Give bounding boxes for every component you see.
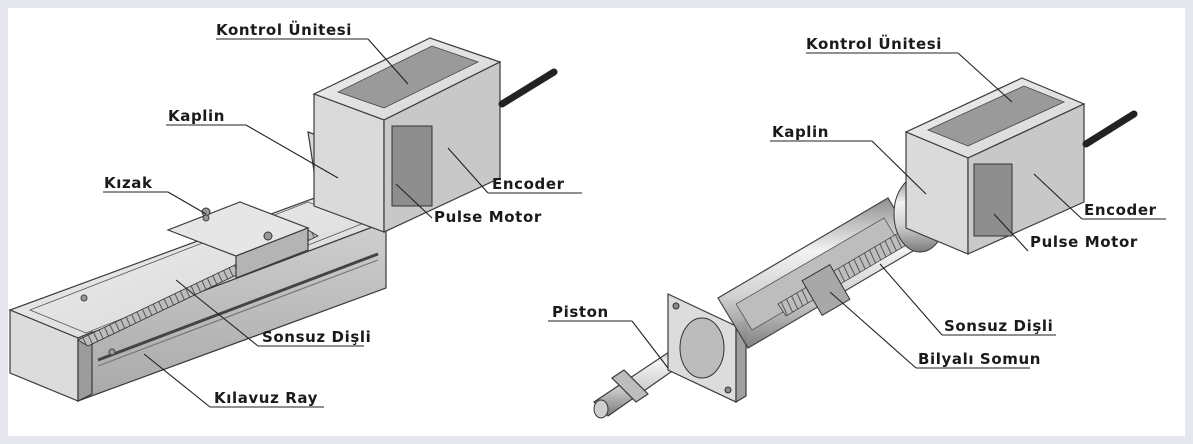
left-slider-bolt bbox=[263, 231, 273, 241]
right-piston-tip bbox=[593, 399, 609, 419]
left-label-coupling: Kaplin bbox=[168, 107, 225, 125]
diagram-canvas: Kontrol Ünitesi Kaplin Kızak Encoder Pul… bbox=[8, 8, 1185, 436]
right-label-lead-screw: Sonsuz Dişli bbox=[944, 317, 1053, 335]
diagram-svg: Kontrol Ünitesi Kaplin Kızak Encoder Pul… bbox=[8, 20, 1166, 419]
left-linear-actuator bbox=[8, 37, 558, 402]
right-flange-bore bbox=[679, 317, 725, 379]
left-cable bbox=[498, 68, 558, 108]
right-cable bbox=[1082, 110, 1138, 148]
left-label-encoder: Encoder bbox=[492, 175, 565, 193]
right-leader-lines bbox=[548, 52, 1166, 369]
left-base-hole bbox=[80, 294, 88, 302]
right-label-ball-nut: Bilyalı Somun bbox=[918, 350, 1041, 368]
right-ball-nut bbox=[801, 263, 851, 317]
right-pulse-motor-core bbox=[973, 163, 1013, 237]
left-guide-rail bbox=[97, 252, 379, 362]
left-label-lead-screw: Sonsuz Dişli bbox=[262, 328, 371, 346]
left-base-hole bbox=[202, 214, 210, 222]
left-label-pulse-motor: Pulse Motor bbox=[434, 208, 542, 226]
right-flange-hole bbox=[724, 386, 732, 394]
left-label-control-unit: Kontrol Ünitesi bbox=[216, 20, 352, 39]
left-pulse-motor-core bbox=[391, 125, 433, 207]
right-label-encoder: Encoder bbox=[1084, 201, 1157, 219]
right-flange-hole bbox=[672, 302, 680, 310]
right-label-coupling: Kaplin bbox=[772, 123, 829, 141]
right-label-control-unit: Kontrol Ünitesi bbox=[806, 34, 942, 53]
left-slider-side bbox=[235, 227, 309, 279]
left-control-panel bbox=[336, 45, 480, 109]
left-base-hole bbox=[108, 348, 116, 356]
right-rod-collar bbox=[611, 369, 649, 403]
right-label-pulse-motor: Pulse Motor bbox=[1030, 233, 1138, 251]
right-electric-cylinder bbox=[593, 77, 1138, 419]
left-leader-lines bbox=[103, 38, 582, 408]
right-control-panel bbox=[926, 85, 1066, 147]
left-guide-rail-edge bbox=[97, 259, 379, 367]
left-end-cap-side bbox=[77, 331, 93, 402]
left-label-slider: Kızak bbox=[104, 174, 153, 192]
left-label-guide-rail: Kılavuz Ray bbox=[214, 389, 318, 407]
right-label-piston: Piston bbox=[552, 303, 609, 321]
